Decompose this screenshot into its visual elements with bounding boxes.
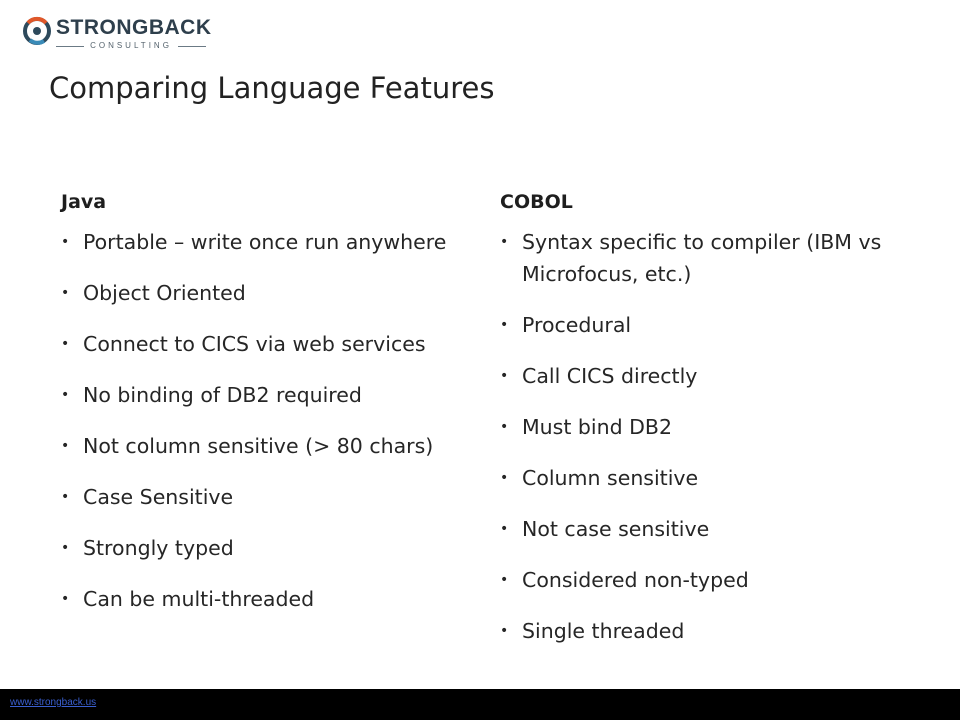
bullet: • — [500, 317, 509, 333]
bullet: • — [500, 521, 509, 537]
website-link[interactable]: www.strongback.us — [10, 697, 97, 708]
strongback-logo-icon — [23, 16, 51, 45]
list-item: •Can be multi-threaded — [61, 583, 481, 615]
list-item: •Column sensitive — [500, 462, 910, 494]
list-item: •Must bind DB2 — [500, 411, 910, 443]
slide-title: Comparing Language Features — [49, 71, 495, 105]
bullet: • — [500, 234, 509, 250]
logo-tagline: CONSULTING — [56, 40, 206, 52]
cobol-heading: COBOL — [500, 191, 573, 213]
list-item: •Call CICS directly — [500, 360, 910, 392]
list-item: •Connect to CICS via web services — [61, 328, 481, 360]
java-feature-list: •Portable – write once run anywhere •Obj… — [61, 226, 481, 615]
logo-wordmark: STRONGBACK — [56, 16, 212, 39]
list-item: •Considered non-typed — [500, 564, 910, 596]
cobol-column: COBOL •Syntax specific to compiler (IBM … — [500, 190, 910, 666]
bullet: • — [500, 470, 509, 486]
company-logo: STRONGBACK CONSULTING — [22, 14, 211, 52]
bullet: • — [500, 572, 509, 588]
java-column: Java •Portable – write once run anywhere… — [61, 190, 481, 634]
list-item: •Case Sensitive — [61, 481, 481, 513]
list-item: •Not case sensitive — [500, 513, 910, 545]
footer-bar: www.strongback.us — [0, 689, 960, 720]
bullet: • — [61, 438, 70, 454]
java-heading: Java — [61, 191, 107, 213]
list-item: •Not column sensitive (> 80 chars) — [61, 430, 481, 462]
list-item: •Syntax specific to compiler (IBM vs Mic… — [500, 226, 910, 290]
bullet: • — [61, 336, 70, 352]
bullet: • — [500, 419, 509, 435]
bullet: • — [500, 368, 509, 384]
logo-subtitle: CONSULTING — [90, 41, 172, 50]
list-item: •Procedural — [500, 309, 910, 341]
list-item: •Portable – write once run anywhere — [61, 226, 481, 258]
bullet: • — [61, 234, 70, 250]
bullet: • — [500, 623, 509, 639]
list-item: •Single threaded — [500, 615, 910, 647]
bullet: • — [61, 285, 70, 301]
list-item: •No binding of DB2 required — [61, 379, 481, 411]
bullet: • — [61, 387, 70, 403]
cobol-feature-list: •Syntax specific to compiler (IBM vs Mic… — [500, 226, 910, 647]
bullet: • — [61, 591, 70, 607]
bullet: • — [61, 489, 70, 505]
list-item: •Strongly typed — [61, 532, 481, 564]
list-item: •Object Oriented — [61, 277, 481, 309]
bullet: • — [61, 540, 70, 556]
